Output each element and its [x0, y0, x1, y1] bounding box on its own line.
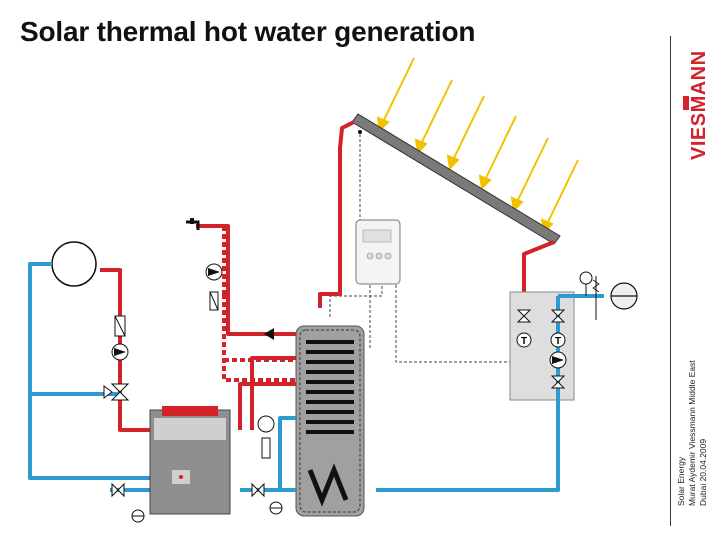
hot-water-arrow [264, 328, 274, 340]
safety-group [257, 415, 275, 459]
circulation-pump [205, 263, 223, 281]
heating-radiator [51, 241, 97, 287]
boiler [149, 406, 231, 515]
footer-line-1: Solar Energy [676, 456, 686, 506]
logo-text: VIESMANN [688, 50, 710, 160]
logo-mark [683, 96, 689, 110]
footer-line-2: Murat Aydemir Viessmann Middle East [687, 360, 697, 506]
solar-controller [355, 219, 401, 285]
station-left-valve [516, 309, 532, 323]
station-pump [549, 351, 567, 369]
page-title: Solar thermal hot water generation [20, 16, 476, 47]
slide-footer: Solar Energy Murat Aydemir Viessmann Mid… [676, 346, 720, 506]
divider-line [670, 36, 671, 526]
cold-water-valve-left [111, 482, 145, 523]
hot-water-pipe [196, 224, 296, 336]
svg-text:T: T [555, 336, 561, 347]
station-lower-valve [550, 375, 566, 389]
viessmann-logo: VIESMANN [683, 50, 710, 160]
hot-water-tap [186, 218, 200, 230]
footer-line-3: Dubai 20.04.2009 [698, 438, 708, 506]
heating-cold-pipe [28, 262, 150, 480]
solar-collector [351, 113, 561, 245]
circulation-check-valve [209, 291, 219, 311]
solar-system-diagram: T T [28, 57, 638, 523]
station-right-valve [550, 309, 566, 323]
expansion-vessel [610, 282, 638, 310]
storage-tank [295, 325, 365, 517]
sun-rays [376, 57, 579, 235]
svg-text:T: T [521, 336, 527, 347]
pressure-gauge [579, 271, 600, 320]
station-thermometer-right: T [550, 332, 566, 348]
station-thermometer-left: T [516, 332, 532, 348]
cold-water-valve-right [251, 482, 283, 515]
heating-components [103, 315, 130, 401]
